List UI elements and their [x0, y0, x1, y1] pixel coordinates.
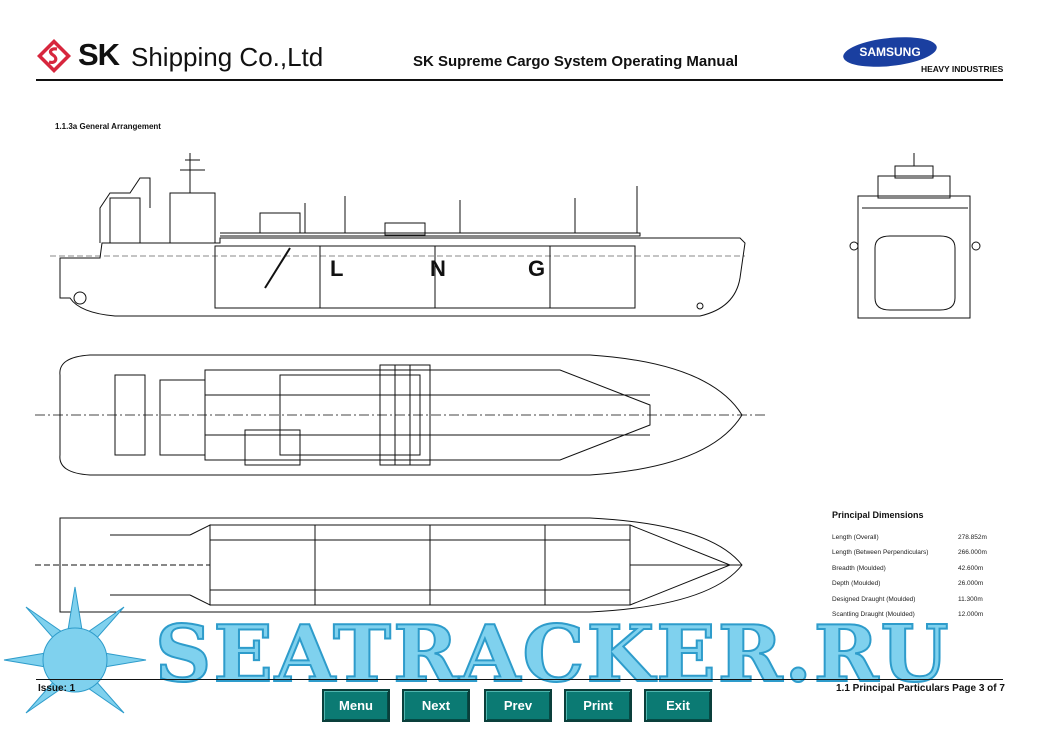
midship-section-drawing	[849, 153, 981, 319]
dimension-row: Length (Overall) 278.852m	[832, 534, 992, 541]
ship-profile-drawing: L N G	[50, 153, 746, 317]
dimension-value: 278.852m	[958, 534, 987, 541]
menu-button[interactable]: Menu	[322, 689, 390, 722]
page-reference: 1.1 Principal Particulars Page 3 of 7	[836, 683, 1005, 694]
footer-rule	[36, 679, 1003, 680]
manual-title: SK Supreme Cargo System Operating Manual	[413, 53, 739, 70]
header-rule	[36, 79, 1003, 81]
dimension-row: Depth (Moulded) 26.000m	[832, 580, 992, 587]
prev-button[interactable]: Prev	[484, 689, 552, 722]
section-label: 1.1.3a General Arrangement	[55, 122, 161, 131]
deck-plan-drawing	[35, 354, 765, 476]
dimension-label: Depth (Moulded)	[832, 580, 881, 587]
next-button[interactable]: Next	[402, 689, 470, 722]
watermark-text: SEATRACKER.RU	[154, 609, 951, 701]
dimension-value: 42.600m	[958, 565, 984, 572]
tank-plan-drawing	[35, 517, 743, 613]
dimension-label: Length (Overall)	[832, 534, 879, 541]
samsung-logo: SAMSUNG	[843, 37, 937, 67]
principal-dimensions-title: Principal Dimensions	[832, 510, 924, 520]
hull-letter-l: L	[330, 256, 343, 281]
dimension-row: Breadth (Moulded) 42.600m	[832, 565, 992, 572]
dimension-label: Scantling Draught (Moulded)	[832, 611, 915, 618]
sk-logo-icon	[37, 39, 71, 73]
print-button[interactable]: Print	[564, 689, 632, 722]
dimension-row: Length (Between Perpendiculars) 266.000m	[832, 549, 992, 556]
dimension-value: 12.000m	[958, 611, 984, 618]
samsung-subtitle: HEAVY INDUSTRIES	[921, 64, 1004, 74]
watermark-sun-icon	[3, 586, 147, 714]
samsung-logo-text: SAMSUNG	[859, 45, 920, 59]
dimension-label: Breadth (Moulded)	[832, 565, 886, 572]
hull-letter-g: G	[528, 256, 545, 281]
company-name: Shipping Co.,Ltd	[131, 42, 324, 72]
dimension-row: Scantling Draught (Moulded) 12.000m	[832, 611, 992, 618]
hull-letters: L N G	[330, 256, 545, 281]
dimension-value: 11.300m	[958, 596, 983, 603]
exit-button[interactable]: Exit	[644, 689, 712, 722]
dimension-label: Length (Between Perpendiculars)	[832, 549, 929, 556]
dimension-row: Designed Draught (Moulded) 11.300m	[832, 596, 992, 603]
company-name-bold: SK	[78, 37, 120, 72]
dimension-value: 266.000m	[958, 549, 987, 556]
hull-letter-n: N	[430, 256, 446, 281]
issue-label: Issue: 1	[38, 683, 76, 694]
dimension-label: Designed Draught (Moulded)	[832, 596, 916, 603]
dimension-value: 26.000m	[958, 580, 984, 587]
